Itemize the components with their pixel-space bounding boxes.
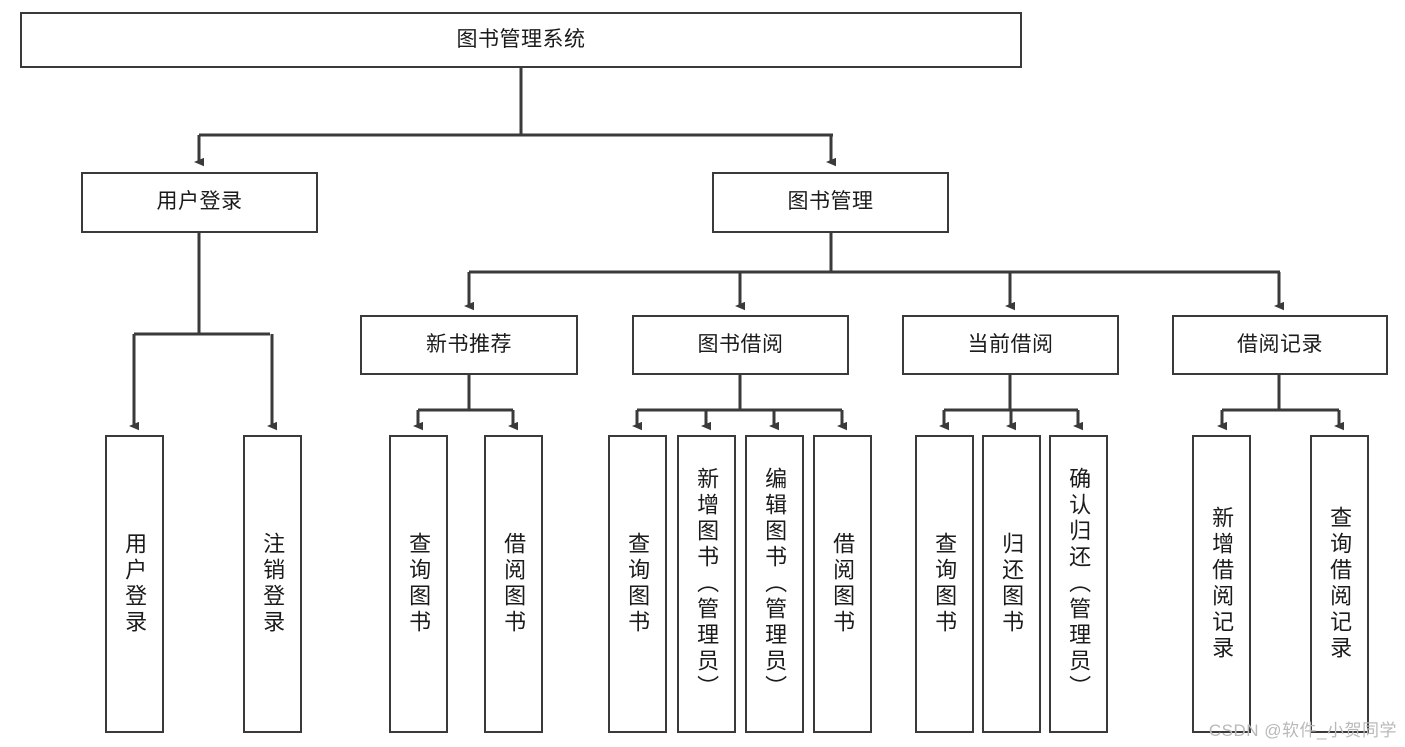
leaf-new-book-query-label: 查询图书: [406, 532, 432, 636]
node-new-book-recommend-label: 新书推荐: [426, 332, 512, 356]
leaf-current-query-book[interactable]: 查询图书: [915, 435, 974, 733]
leaf-add-borrow-record-label: 新增借阅记录: [1209, 506, 1235, 662]
node-book-borrow-label: 图书借阅: [697, 332, 784, 356]
leaf-edit-book-admin-label: 编辑图书（管理员）: [762, 467, 788, 701]
leaf-query-borrow-record[interactable]: 查询借阅记录: [1310, 435, 1369, 733]
leaf-return-book-label: 归还图书: [999, 532, 1025, 636]
node-book-management-label: 图书管理: [787, 190, 874, 214]
node-current-borrow[interactable]: 当前借阅: [902, 315, 1119, 375]
leaf-logout[interactable]: 注销登录: [243, 435, 302, 733]
leaf-add-book-admin[interactable]: 新增图书（管理员）: [677, 435, 736, 733]
leaf-borrow-book-label: 借阅图书: [830, 532, 856, 636]
node-new-book-recommend[interactable]: 新书推荐: [360, 315, 578, 375]
leaf-confirm-return-admin[interactable]: 确认归还（管理员）: [1049, 435, 1108, 733]
leaf-borrow-book[interactable]: 借阅图书: [813, 435, 872, 733]
leaf-user-login[interactable]: 用户登录: [105, 435, 164, 733]
node-book-management[interactable]: 图书管理: [712, 172, 949, 233]
leaf-current-query-book-label: 查询图书: [932, 532, 958, 636]
leaf-new-book-query[interactable]: 查询图书: [389, 435, 448, 733]
node-root-label: 图书管理系统: [456, 27, 586, 51]
node-borrow-record-label: 借阅记录: [1237, 332, 1323, 356]
node-borrow-record[interactable]: 借阅记录: [1172, 315, 1388, 375]
leaf-query-borrow-record-label: 查询借阅记录: [1327, 506, 1353, 662]
node-user-login-label: 用户登录: [156, 190, 243, 214]
leaf-add-borrow-record[interactable]: 新增借阅记录: [1192, 435, 1251, 733]
node-root-system[interactable]: 图书管理系统: [20, 12, 1022, 68]
leaf-borrow-query-book-label: 查询图书: [625, 532, 651, 636]
leaf-edit-book-admin[interactable]: 编辑图书（管理员）: [745, 435, 804, 733]
leaf-new-book-borrow-label: 借阅图书: [501, 532, 527, 636]
leaf-user-login-label: 用户登录: [122, 532, 148, 636]
node-user-login[interactable]: 用户登录: [81, 172, 318, 233]
node-current-borrow-label: 当前借阅: [967, 332, 1054, 356]
leaf-add-book-admin-label: 新增图书（管理员）: [694, 467, 720, 701]
watermark: CSDN @软件_小贺同学: [1208, 721, 1397, 740]
leaf-confirm-return-admin-label: 确认归还（管理员）: [1066, 467, 1092, 701]
leaf-return-book[interactable]: 归还图书: [982, 435, 1041, 733]
leaf-new-book-borrow[interactable]: 借阅图书: [484, 435, 543, 733]
leaf-borrow-query-book[interactable]: 查询图书: [608, 435, 667, 733]
leaf-logout-label: 注销登录: [260, 532, 286, 636]
node-book-borrow[interactable]: 图书借阅: [632, 315, 849, 375]
